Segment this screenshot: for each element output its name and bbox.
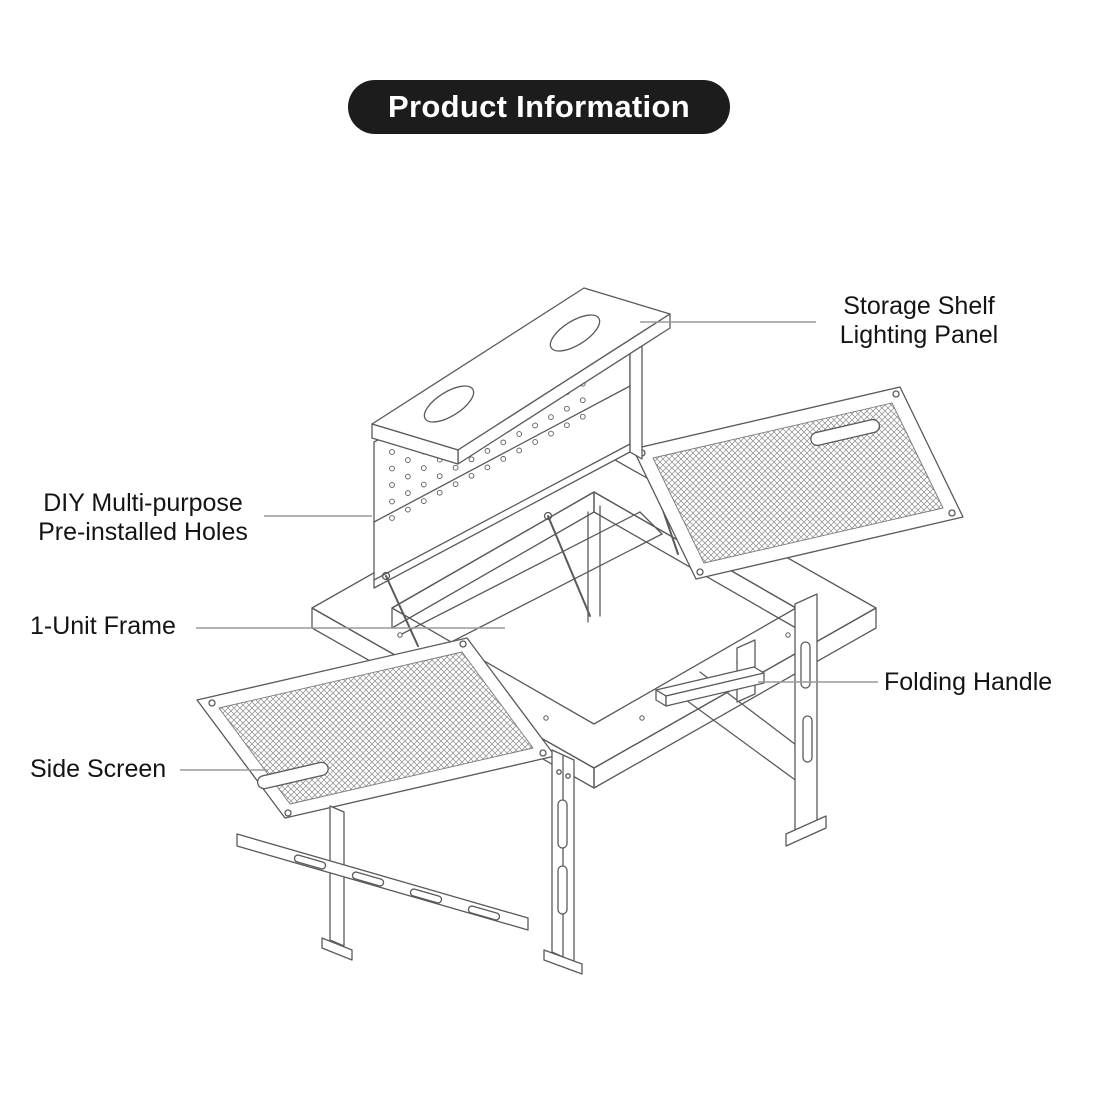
handle-slot-right [810, 418, 881, 447]
callout-line: 1-Unit Frame [30, 612, 176, 640]
leader-lines [180, 321, 878, 771]
lighting-hole-right [549, 314, 601, 352]
side-table-right [632, 386, 964, 580]
page-title: Product Information [348, 80, 730, 134]
callout-folding-handle: Folding Handle [884, 668, 1052, 697]
center-leg [543, 749, 583, 975]
callout-line: Storage Shelf [843, 292, 995, 320]
frame-cross-rails [397, 511, 663, 659]
left-brace [236, 833, 529, 931]
storage-shelf [371, 287, 671, 465]
side-table-left [196, 637, 556, 819]
callout-storage-shelf-lighting-panel: Storage Shelf Lighting Panel [820, 292, 1018, 350]
callout-side-screen: Side Screen [30, 755, 166, 784]
left-leg [321, 805, 353, 961]
callout-line: DIY Multi-purpose [43, 489, 243, 517]
mesh-left [218, 651, 534, 805]
right-leg [785, 593, 827, 847]
folding-handle [655, 666, 765, 707]
lighting-hole-left [423, 385, 475, 423]
callout-line: Lighting Panel [839, 321, 999, 349]
page-title-text: Product Information [388, 89, 690, 124]
callout-line: Side Screen [30, 755, 167, 783]
panel-struts [381, 511, 591, 647]
callout-one-unit-frame: 1-Unit Frame [30, 612, 176, 641]
mesh-right [652, 402, 944, 564]
callout-diy-pre-installed-holes: DIY Multi-purpose Pre-installed Holes [20, 489, 266, 547]
handle-slot-left [256, 761, 329, 790]
table-screws-left [208, 640, 547, 817]
table-screws-right [638, 390, 956, 576]
callout-line: Folding Handle [884, 668, 1053, 696]
callout-line: Pre-installed Holes [38, 518, 248, 546]
rear-inner-leg [587, 505, 601, 623]
